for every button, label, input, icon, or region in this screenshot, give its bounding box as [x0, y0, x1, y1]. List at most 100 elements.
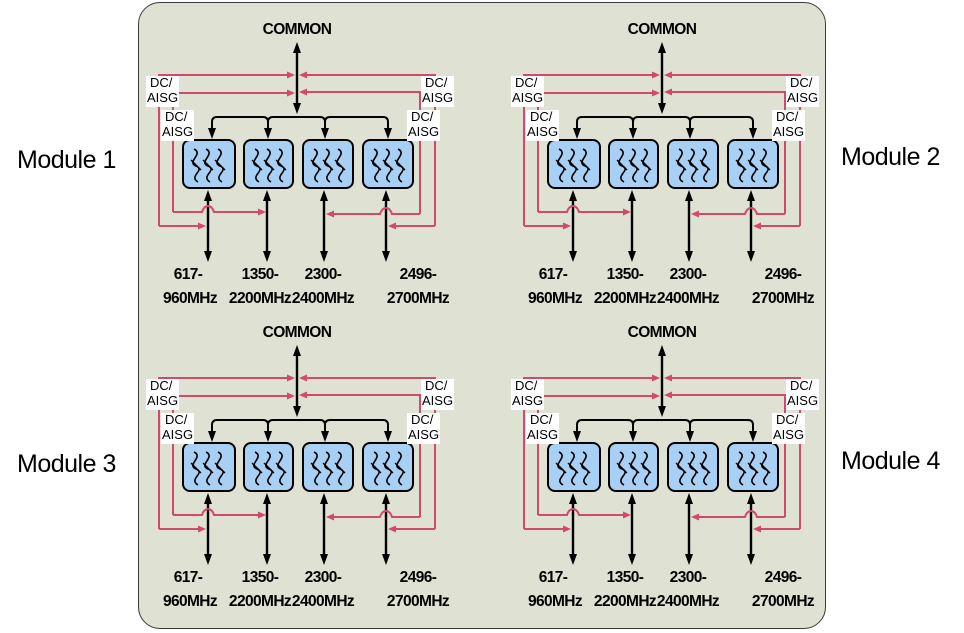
filter-wave: [336, 451, 344, 486]
filter-cross: [675, 159, 687, 171]
dc-aisg-label-right-inner-line2: AISG: [408, 427, 439, 442]
bandpass-filter-icon: [555, 148, 591, 183]
dc-arrowhead: [198, 525, 206, 533]
module-2-label: Module 2: [841, 143, 940, 171]
arrowhead-up: [658, 345, 666, 356]
filter-wave: [277, 451, 285, 486]
module-3-label: Module 3: [17, 450, 116, 478]
dc-line-right-inner: [303, 394, 421, 517]
filter-cross: [628, 159, 640, 171]
dc-arrowhead: [563, 525, 571, 533]
filter-wave: [312, 451, 320, 486]
dc-line-right-outer: [668, 377, 801, 529]
dc-line-right-inner-port: [695, 206, 785, 215]
dc-arrowhead: [287, 374, 295, 382]
port-3-label-line2: 2400MHz: [657, 290, 720, 307]
filter-cross: [382, 159, 394, 171]
dc-aisg-label-left-outer-line2: AISG: [512, 393, 543, 408]
filter-wave: [396, 148, 404, 183]
branch-arrowhead: [264, 431, 272, 442]
arrowhead-down: [204, 251, 212, 262]
dc-aisg-label-left-inner-line2: AISG: [162, 427, 193, 442]
filter-wave: [618, 451, 626, 486]
filter-cross: [214, 159, 226, 171]
port-4-label-line2: 2700MHz: [387, 290, 450, 307]
filter-wave: [265, 451, 273, 486]
filter-wave: [569, 451, 577, 486]
dc-aisg-label-left-inner-bg: [526, 413, 559, 444]
dc-line-right-inner-port: [695, 509, 785, 518]
arrowhead-down: [628, 251, 636, 262]
branch-arrowhead: [208, 431, 216, 442]
dc-arrowhead: [388, 525, 396, 533]
dc-arrowhead: [258, 511, 266, 519]
filter-wave: [253, 148, 261, 183]
dc-arrowhead: [299, 391, 307, 399]
filter-wave: [630, 148, 638, 183]
splitter-bus: [211, 419, 389, 435]
filter-wave: [384, 148, 392, 183]
port-4-label-line2: 2700MHz: [387, 593, 450, 610]
dc-arrowhead: [287, 71, 295, 79]
dc-aisg-label-right-inner-bg: [772, 110, 805, 141]
dc-aisg-label-right-outer-bg: [421, 76, 454, 107]
port-2-label-line1: 1350-: [607, 569, 644, 586]
branch-arrowhead: [749, 128, 757, 139]
filter-cross: [616, 462, 628, 474]
filter-wave: [192, 148, 200, 183]
filter-wave: [689, 451, 697, 486]
dc-arrowhead: [299, 88, 307, 96]
filter-cross: [747, 462, 759, 474]
dc-aisg-label-left-outer-line2: AISG: [147, 393, 178, 408]
dc-aisg-label-right-outer-bg: [786, 76, 819, 107]
filter-2: [243, 442, 294, 492]
branch-arrowhead: [686, 128, 694, 139]
bandpass-filter-icon: [251, 148, 287, 183]
port-4-label-line1: 2496-: [400, 569, 437, 586]
filter-cross: [275, 462, 287, 474]
module-enclosure: [138, 2, 826, 629]
bandpass-filter-icon: [370, 148, 406, 183]
dc-arrowhead: [299, 71, 307, 79]
dc-aisg-label-right-outer-line2: AISG: [422, 90, 453, 105]
dc-aisg-label-right-outer-line2: AISG: [787, 393, 818, 408]
bandpass-filter-icon: [190, 148, 226, 183]
filter-wave: [749, 148, 757, 183]
dc-arrowhead: [623, 511, 631, 519]
filter-wave: [689, 148, 697, 183]
dc-aisg-label-right-inner-line2: AISG: [408, 124, 439, 139]
filter-cross: [735, 462, 747, 474]
arrowhead-down: [320, 251, 328, 262]
port-3-label-line2: 2400MHz: [657, 593, 720, 610]
module-3-diagram: COMMONDC/AISGDC/AISGDC/AISGDC/AISG617-96…: [146, 324, 454, 610]
filter-cross: [555, 462, 567, 474]
filter-cross: [202, 159, 214, 171]
port-1-label-line1: 617-: [539, 266, 568, 283]
dc-line-left-outer: [523, 74, 656, 226]
filter-wave: [618, 148, 626, 183]
dc-aisg-label-left-outer-bg: [511, 379, 544, 410]
dc-line-right-inner: [303, 91, 421, 214]
arrowhead-down: [382, 251, 390, 262]
filter-3: [667, 139, 719, 189]
port-4-label-line2: 2700MHz: [752, 290, 815, 307]
module-4-diagram: COMMONDC/AISGDC/AISGDC/AISGDC/AISG617-96…: [511, 324, 819, 610]
dc-aisg-label-left-outer-line1: DC/: [150, 378, 173, 393]
branch-arrowhead: [208, 128, 216, 139]
arrowhead-down: [747, 251, 755, 262]
port-1-label-line2: 960MHz: [528, 593, 583, 610]
dc-aisg-label-left-outer-bg: [511, 76, 544, 107]
dc-arrowhead: [691, 513, 699, 521]
dc-aisg-label-left-inner-line2: AISG: [527, 124, 558, 139]
module-4-label: Module 4: [841, 447, 940, 475]
dc-aisg-label-left-inner-bg: [161, 413, 194, 444]
filter-wave: [204, 148, 212, 183]
filter-cross: [759, 462, 771, 474]
filter-wave: [277, 148, 285, 183]
branch-arrowhead: [573, 431, 581, 442]
dc-aisg-label-right-inner-bg: [407, 413, 440, 444]
branch-arrowhead: [686, 431, 694, 442]
filter-wave: [642, 451, 650, 486]
dc-line-left-inner-port: [173, 204, 262, 213]
dc-aisg-label-left-inner-line1: DC/: [530, 412, 553, 427]
